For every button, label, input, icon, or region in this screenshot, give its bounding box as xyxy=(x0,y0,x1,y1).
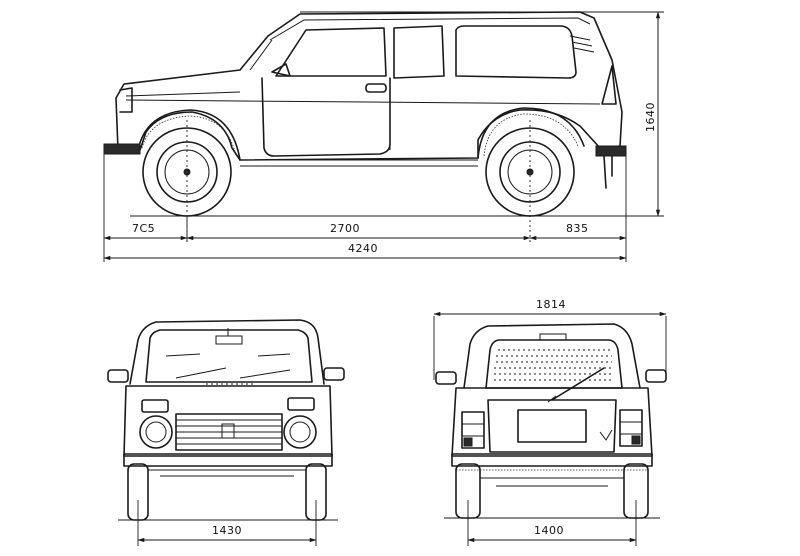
tailgate xyxy=(487,399,617,453)
rear-overhang-label: 835 xyxy=(566,222,589,235)
front-door-window xyxy=(275,27,387,77)
left-tail-light xyxy=(461,411,485,449)
rear-right-mirror xyxy=(645,369,667,383)
rear-track-label: 1400 xyxy=(534,524,564,537)
front-track-label: 1430 xyxy=(212,524,242,537)
side-view: 7C5 2700 835 4240 1640 xyxy=(103,11,664,262)
overall-width-label: 1814 xyxy=(536,298,566,311)
left-headlight xyxy=(139,415,173,449)
front-door xyxy=(261,77,391,157)
front-overhang-label: 7C5 xyxy=(132,222,155,235)
side-body-outline xyxy=(115,11,623,161)
rear-bumper xyxy=(595,145,627,157)
right-headlight xyxy=(283,415,317,449)
rear-left-mirror xyxy=(435,371,457,385)
front-view: 1430 xyxy=(107,319,345,546)
overall-length-label: 4240 xyxy=(348,242,378,255)
rear-view: 1814 xyxy=(433,298,667,546)
left-mirror xyxy=(107,369,129,383)
rear-cab-outline xyxy=(463,323,641,389)
side-mirror xyxy=(271,63,291,77)
wheelbase-label: 2700 xyxy=(330,222,360,235)
front-bumper-front xyxy=(123,453,333,467)
front-cab-outline xyxy=(129,319,325,385)
right-mirror xyxy=(323,367,345,381)
right-tail-light xyxy=(619,409,643,447)
height-label: 1640 xyxy=(644,102,657,132)
rear-bumper-back xyxy=(451,453,653,467)
license-plate-area xyxy=(517,409,587,443)
windshield xyxy=(145,329,313,383)
front-body xyxy=(123,385,333,457)
front-bumper xyxy=(103,143,141,155)
rear-quarter-window xyxy=(455,25,577,79)
rear-door-window xyxy=(393,25,445,79)
rear-window xyxy=(485,339,623,389)
